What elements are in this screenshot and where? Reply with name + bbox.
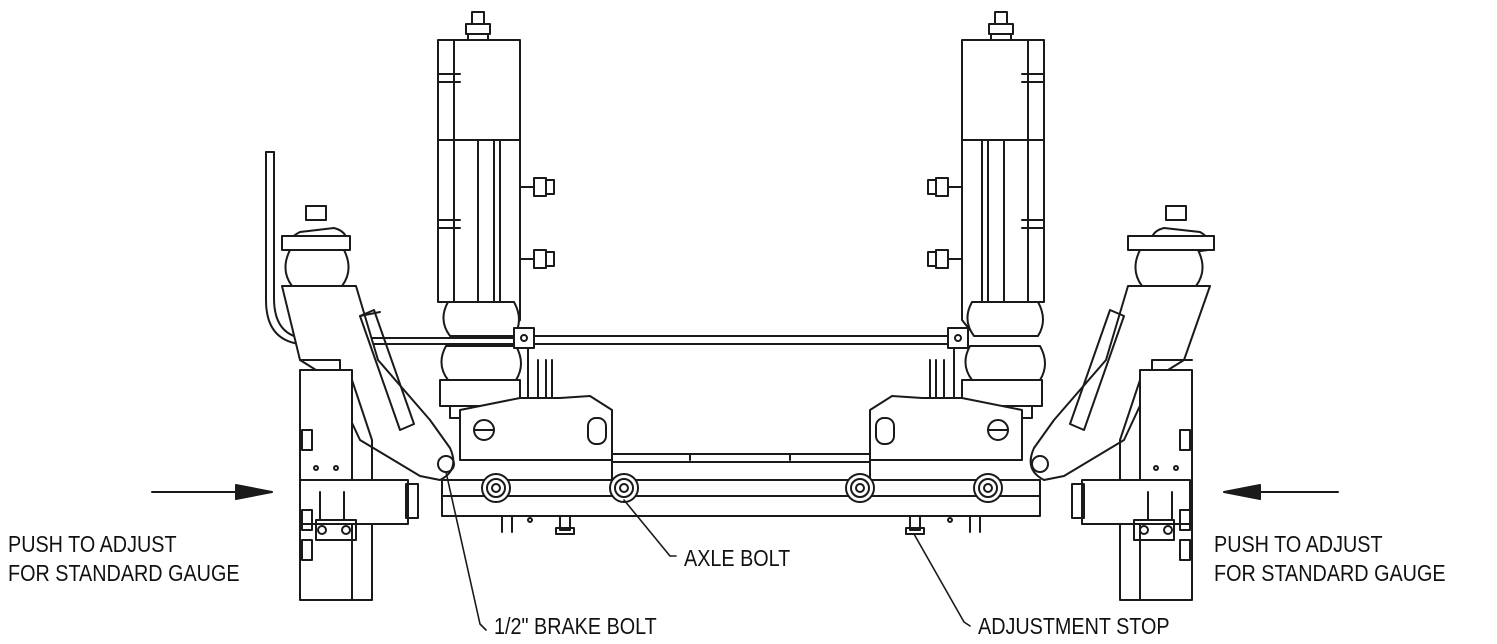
axle-bolts (481, 473, 1003, 503)
main-frame (441, 395, 1041, 535)
brake-bolt-text: 1/2" BRAKE BOLT (494, 613, 657, 639)
left-air-spring-tower (437, 11, 555, 419)
adjustment-stop-text: ADJUSTMENT STOP (978, 613, 1170, 639)
brake-bolt-label: 1/2" BRAKE BOLT (494, 612, 657, 641)
right-air-spring-tower (927, 11, 1046, 419)
cross-bar (519, 335, 961, 345)
push-arrow-left (151, 484, 273, 500)
adjustment-stop-label: ADJUSTMENT STOP (978, 612, 1170, 641)
push-label-left: PUSH TO ADJUST FOR STANDARD GAUGE (8, 530, 240, 588)
push-label-left-line2: FOR STANDARD GAUGE (8, 560, 240, 586)
axle-bolt-text: AXLE BOLT (684, 545, 791, 571)
push-label-right-line1: PUSH TO ADJUST (1214, 531, 1383, 557)
right-wheel-assembly (1029, 205, 1215, 601)
axle-bolt-label: AXLE BOLT (684, 544, 790, 573)
push-label-right-line2: FOR STANDARD GAUGE (1214, 560, 1446, 586)
left-wheel-assembly (281, 205, 455, 601)
push-label-right: PUSH TO ADJUST FOR STANDARD GAUGE (1214, 530, 1446, 588)
leader-lines (445, 471, 971, 631)
push-arrow-right (1223, 484, 1339, 500)
push-label-left-line1: PUSH TO ADJUST (8, 531, 177, 557)
